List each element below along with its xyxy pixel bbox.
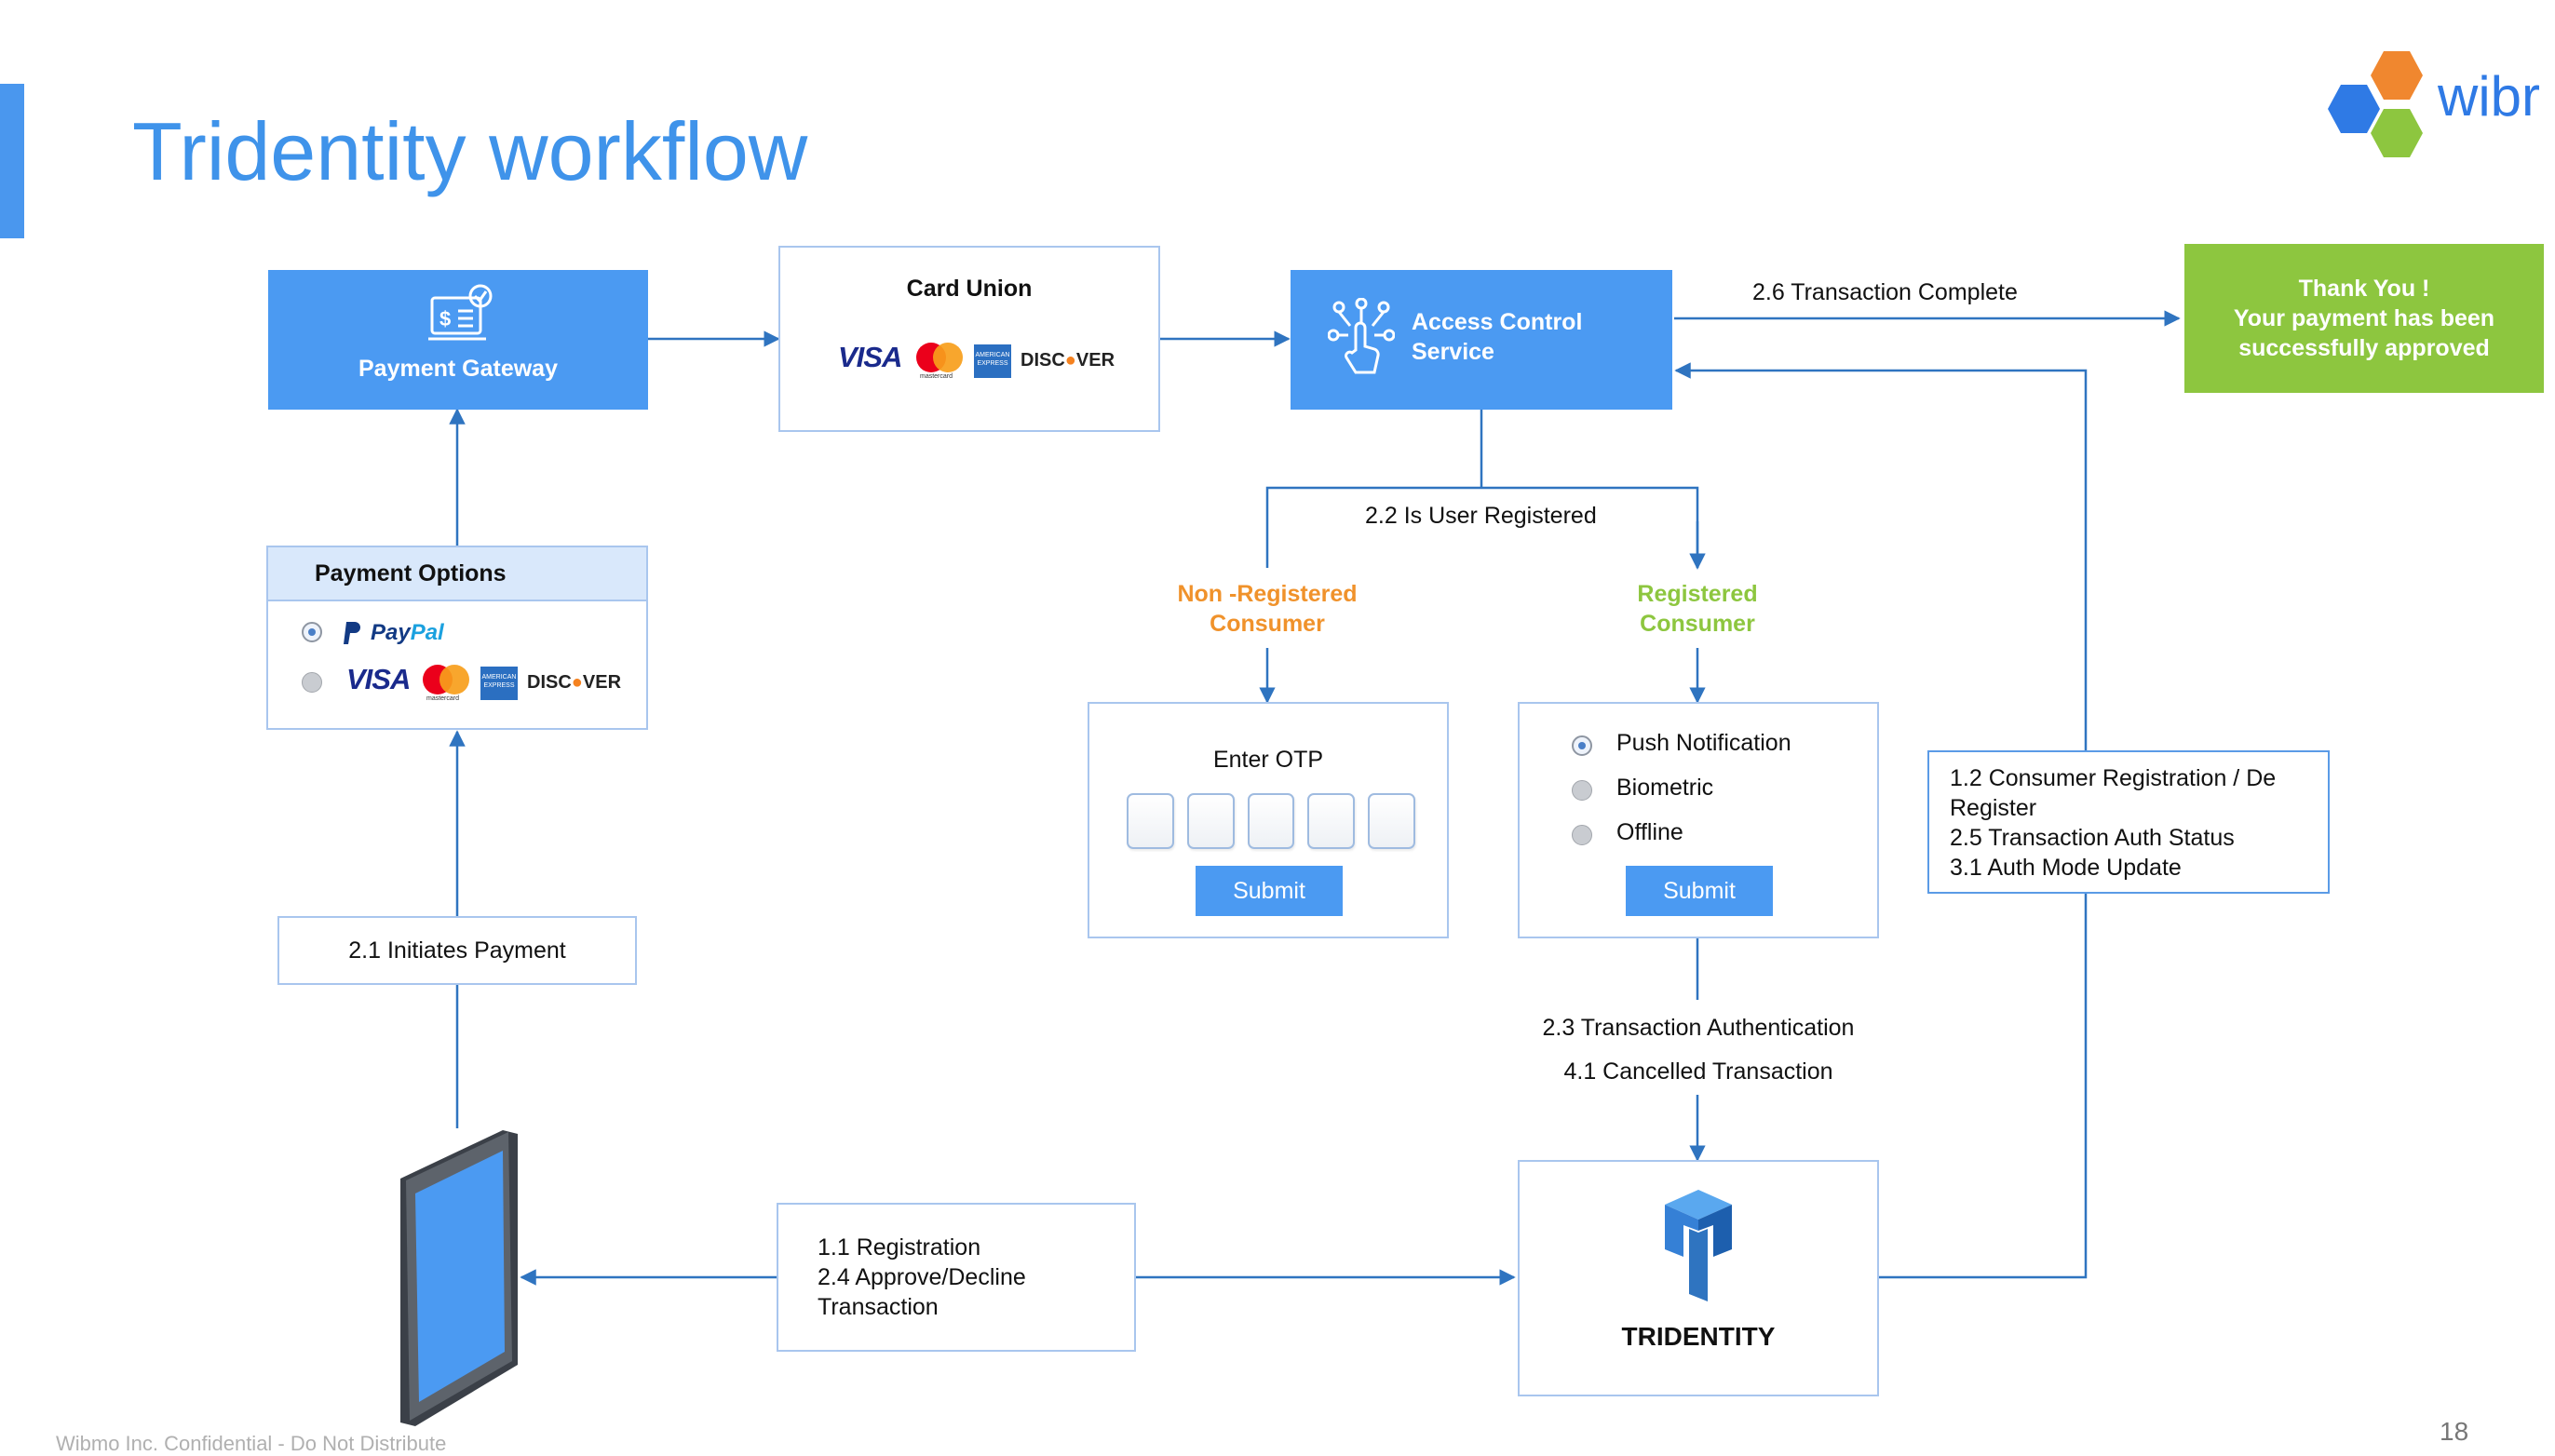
hexagon-logo-icon (2328, 51, 2423, 157)
edge-label-transaction-complete: 2.6 Transaction Complete (1752, 279, 2018, 305)
otp-cell-4[interactable] (1307, 793, 1356, 849)
edge-label-cancelled-transaction: 4.1 Cancelled Transaction (1563, 1058, 1833, 1085)
tridentity-logo-icon (1665, 1190, 1732, 1301)
auth-submit-button[interactable]: Submit (1626, 866, 1773, 916)
options-visa-logo: VISA (346, 663, 411, 695)
otp-submit-button[interactable]: Submit (1196, 866, 1343, 916)
touch-network-icon (1328, 298, 1395, 374)
logo-text: wibr (2438, 65, 2541, 128)
options-mastercard-logo-icon (423, 665, 469, 694)
company-logo: wibr (2328, 51, 2555, 163)
tridentity-box: TRIDENTITY (1518, 1160, 1879, 1396)
slide-title: Tridentity workflow (132, 105, 808, 197)
acs-label-line1: Access Control (1412, 309, 1583, 335)
card-radio[interactable] (302, 672, 322, 693)
thank-you-line2: Your payment has been (2233, 305, 2495, 331)
edge-label-transaction-authentication: 2.3 Transaction Authentication (1542, 1015, 1855, 1041)
discover-logo: DISC●VER (1021, 350, 1115, 371)
mobile-phone-icon (400, 1130, 518, 1426)
thank-you-line3: successfully approved (2238, 335, 2490, 361)
tridentity-label: TRIDENTITY (1621, 1322, 1776, 1351)
registration-note: 1.1 Registration 2.4 Approve/Decline Tra… (777, 1203, 1136, 1352)
mastercard-logo-icon (916, 343, 963, 372)
otp-cell-5[interactable] (1368, 793, 1415, 849)
otp-cell-3[interactable] (1247, 793, 1295, 849)
registered-line2: Consumer (1640, 611, 1755, 637)
svg-text:$: $ (439, 307, 451, 330)
options-card-brands-row: VISA mastercard AMERICAN EXPRESS DISC●VE… (346, 663, 635, 706)
non-registered-line1: Non -Registered (1177, 581, 1358, 607)
card-union-box: Card Union VISA mastercard AMERICAN EXPR… (778, 246, 1160, 432)
auth-mode-panel: Push Notification Biometric Offline Subm… (1518, 702, 1879, 938)
offline-radio[interactable] (1572, 825, 1592, 845)
otp-cells (1127, 793, 1415, 849)
card-union-label: Card Union (906, 276, 1033, 302)
payment-gateway-box: $ Payment Gateway (268, 270, 648, 410)
registration-note-line1: 1.1 Registration (818, 1234, 981, 1261)
payment-options-title: Payment Options (315, 560, 507, 586)
push-notification-radio[interactable] (1572, 735, 1592, 756)
page-number: 18 (2440, 1417, 2469, 1446)
registration-note-line2: 2.4 Approve/Decline (818, 1264, 1026, 1290)
otp-cell-1[interactable] (1127, 793, 1174, 849)
registered-line1: Registered (1637, 581, 1758, 607)
paypal-radio[interactable] (302, 622, 322, 642)
offline-label: Offline (1616, 819, 1683, 845)
visa-logo: VISA (838, 341, 902, 373)
payment-gateway-label: Payment Gateway (358, 356, 558, 382)
push-notification-label: Push Notification (1616, 730, 1791, 756)
footer-confidential: Wibmo Inc. Confidential - Do Not Distrib… (56, 1432, 447, 1455)
consumer-note-line2: Register (1950, 795, 2037, 821)
card-brands-row: VISA mastercard AMERICAN EXPRESS DISC●VE… (838, 341, 1117, 384)
edge-label-is-user-registered: 2.2 Is User Registered (1365, 503, 1597, 529)
biometric-label: Biometric (1616, 775, 1714, 801)
paypal-logo: PayPal (371, 620, 444, 645)
mastercard-label: mastercard (920, 373, 953, 380)
thank-you-line1: Thank You ! (2298, 276, 2430, 302)
options-mastercard-label: mastercard (426, 695, 460, 702)
thank-you-box: Thank You ! Your payment has been succes… (2184, 244, 2544, 393)
title-accent-bar (0, 84, 24, 238)
options-amex-logo: AMERICAN EXPRESS (480, 667, 518, 700)
consumer-registration-note: 1.2 Consumer Registration / De Register … (1927, 750, 2330, 894)
options-discover-logo: DISC●VER (527, 672, 622, 693)
paypal-p-icon (344, 622, 360, 644)
acs-label-line2: Service (1412, 339, 1494, 365)
biometric-radio[interactable] (1572, 780, 1592, 801)
consumer-note-line1: 1.2 Consumer Registration / De (1950, 765, 2277, 791)
consumer-note-line3: 2.5 Transaction Auth Status (1950, 825, 2235, 851)
payment-options-header: Payment Options (268, 547, 646, 601)
otp-label: Enter OTP (1212, 747, 1324, 773)
registration-note-line3: Transaction (818, 1294, 939, 1320)
access-control-service-box: Access Control Service (1291, 270, 1672, 410)
initiates-payment-label: 2.1 Initiates Payment (277, 916, 637, 985)
non-registered-line2: Consumer (1210, 611, 1325, 637)
payment-options-box: Payment Options PayPal VISA mastercard A… (266, 546, 648, 730)
payment-screen-icon: $ (428, 284, 493, 341)
otp-cell-2[interactable] (1186, 793, 1235, 849)
consumer-note-line4: 3.1 Auth Mode Update (1950, 855, 2182, 881)
amex-logo: AMERICAN EXPRESS (974, 344, 1011, 378)
otp-panel: Enter OTP Submit (1088, 702, 1449, 938)
